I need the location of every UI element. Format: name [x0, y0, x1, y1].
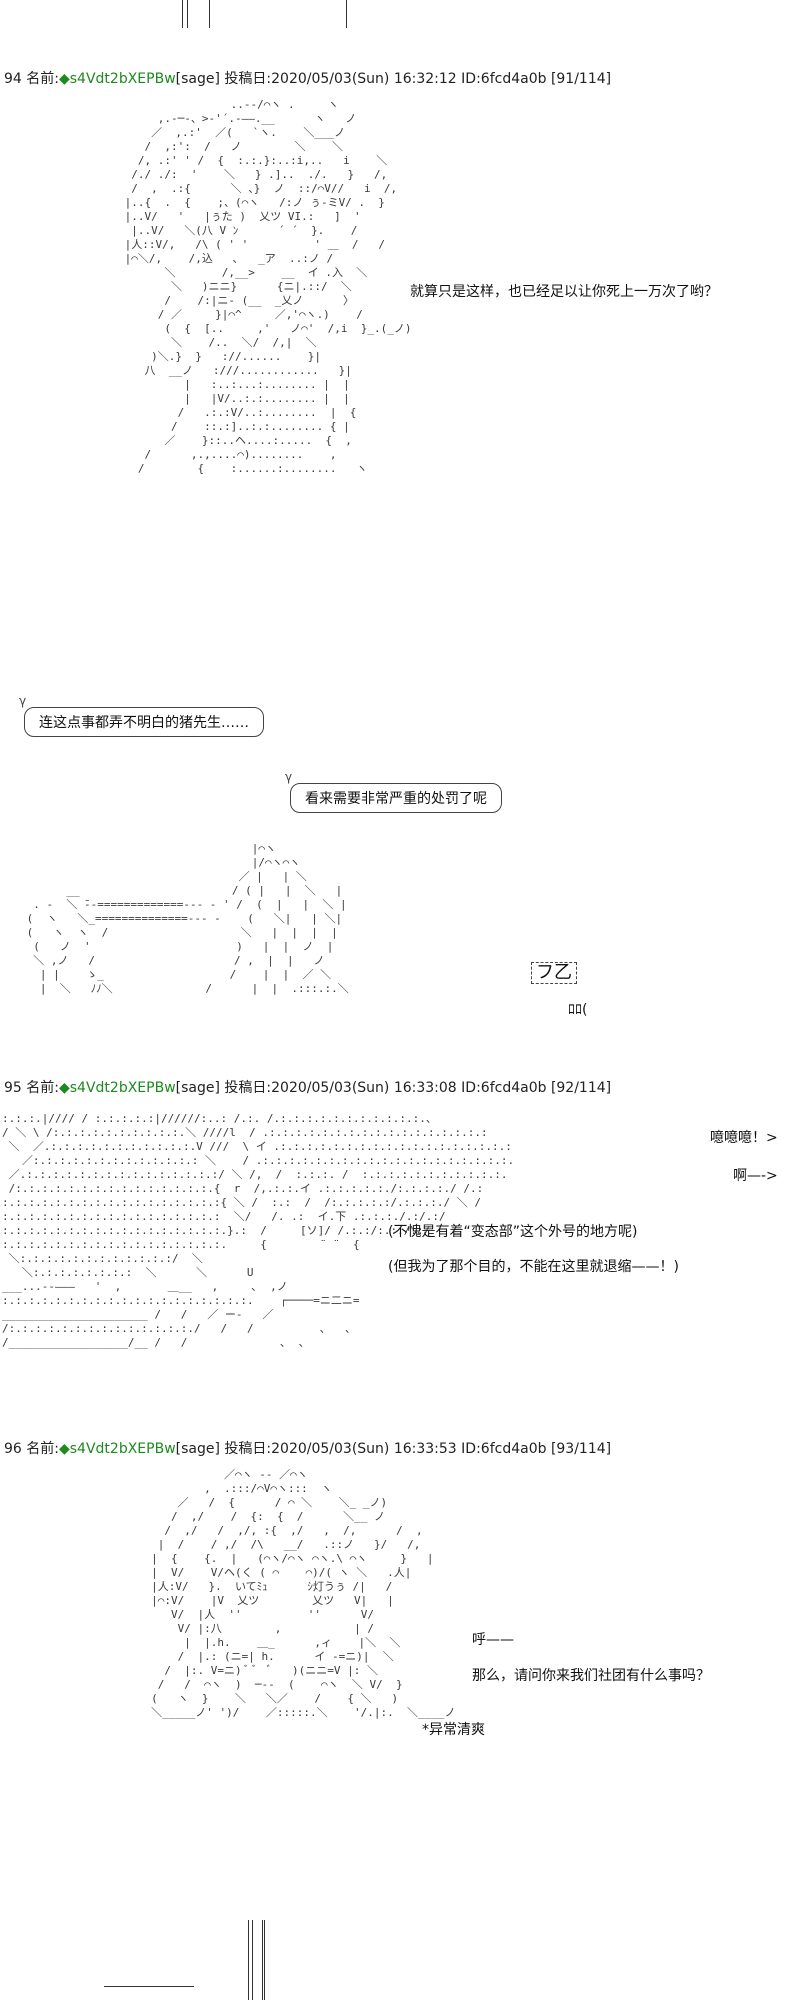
name-label: 名前: [26, 1080, 59, 1096]
posted-label: 投稿日: [224, 1441, 272, 1457]
top-divider-line-4 [346, 0, 347, 28]
post-id: ID:6fcd4a0b [461, 1441, 547, 1457]
bottom-divider-line-2 [252, 1920, 253, 2000]
top-divider-line-2 [187, 0, 188, 28]
ascii-art-scene-95: :.:.:.|//// / :.:.:.:.:|//////:..: /.:. … [2, 1112, 515, 1349]
post-header-96: 96 名前:◆s4Vdt2bXEPBw[sage] 投稿日:2020/05/03… [4, 1438, 644, 1460]
sfx-hit: ﾛﾛ( [568, 1002, 588, 1018]
dialogue-96-1: 呼—— [472, 1632, 514, 1648]
mail-field: [sage] [175, 1441, 220, 1457]
bottom-divider-line-4 [264, 1920, 265, 2000]
sfx-fu: フ乙 [531, 962, 577, 984]
mail-field: [sage] [175, 1080, 220, 1096]
ascii-art-character-94: ..--/⌒ヽ . ヽ ,.-─-、>-'´.-――.__ ヽ ノ ／ ,.:'… [124, 98, 412, 475]
tripcode[interactable]: ◆s4Vdt2bXEPBw [59, 1080, 176, 1096]
post-number: 94 [4, 71, 22, 87]
ascii-art-whip-scene: |⌒ヽ |/⌒ヽ⌒ヽ ／ | | ＼ __ / ( | | ＼ | . - ＼ … [26, 842, 349, 995]
bottom-divider-line-1 [248, 1920, 249, 2000]
post-header-95: 95 名前:◆s4Vdt2bXEPBw[sage] 投稿日:2020/05/03… [4, 1077, 644, 1099]
top-divider-line-1 [182, 0, 183, 28]
post-datetime: 2020/05/03(Sun) 16:32:12 [271, 71, 457, 87]
dialogue-95-1: 噫噫噫！> [710, 1130, 778, 1146]
tripcode[interactable]: ◆s4Vdt2bXEPBw [59, 71, 176, 87]
post-datetime: 2020/05/03(Sun) 16:33:08 [271, 1080, 457, 1096]
bottom-rule [104, 1986, 194, 1987]
posted-label: 投稿日: [224, 1080, 272, 1096]
post-number: 96 [4, 1441, 22, 1457]
speech-bubble-pig: 连这点事都弄不明白的猪先生…… [19, 694, 264, 737]
dialogue-96-3: *异常清爽 [422, 1722, 485, 1738]
post-id: ID:6fcd4a0b [461, 71, 547, 87]
dialogue-94-1: 就算只是这样，也已经足以让你死上一万次了哟？ [410, 284, 718, 300]
post-datetime: 2020/05/03(Sun) 16:33:53 [271, 1441, 457, 1457]
bottom-divider-line-3 [262, 1920, 263, 2000]
speech-bubble-punishment: 看来需要非常严重的处罚了呢 [285, 770, 502, 813]
dialogue-95-2: 啊—-> [733, 1168, 778, 1184]
dialogue-96-2: 那么，请问你来我们社团有什么事吗？ [472, 1668, 710, 1684]
dialogue-95-4: (但我为了那个目的，不能在这里就退缩——！) [388, 1259, 679, 1275]
name-label: 名前: [26, 1441, 59, 1457]
dialogue-95-3: (不愧是有着“变态部”这个外号的地方呢) [388, 1224, 638, 1240]
tripcode[interactable]: ◆s4Vdt2bXEPBw [59, 1441, 176, 1457]
ascii-art-character-96: ／⌒ヽ ‐‐ ／⌒ヽ , .:::/⌒V⌒ヽ::: ヽ ／ / { / ⌒ ＼ … [151, 1468, 456, 1719]
posted-label: 投稿日: [224, 71, 272, 87]
mail-field: [sage] [175, 71, 220, 87]
post-number: 95 [4, 1080, 22, 1096]
post-count: [93/114] [550, 1441, 612, 1457]
post-count: [91/114] [550, 71, 612, 87]
post-count: [92/114] [550, 1080, 612, 1096]
post-header-94: 94 名前:◆s4Vdt2bXEPBw[sage] 投稿日:2020/05/03… [4, 68, 644, 90]
name-label: 名前: [26, 71, 59, 87]
post-id: ID:6fcd4a0b [461, 1080, 547, 1096]
top-divider-line-3 [209, 0, 210, 28]
